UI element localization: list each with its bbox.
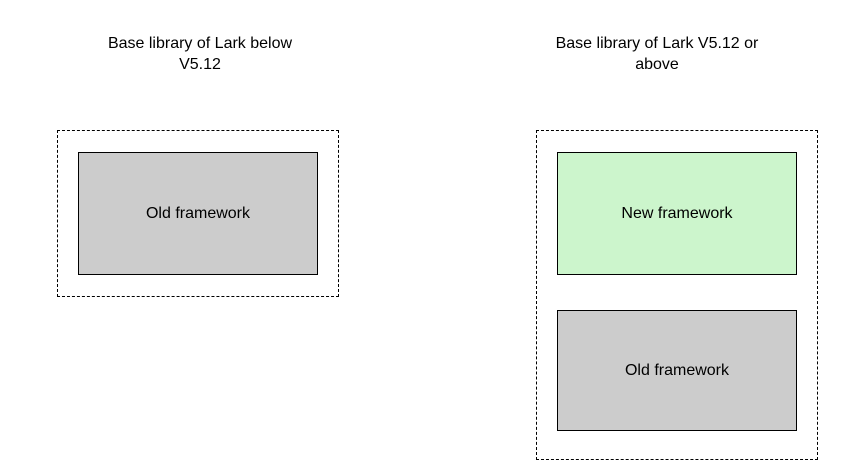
right-new-framework-box: New framework — [557, 152, 797, 275]
right-panel-title: Base library of Lark V5.12 or above — [555, 35, 759, 73]
left-panel-title: Base library of Lark below V5.12 — [107, 35, 293, 73]
left-old-framework-box: Old framework — [78, 152, 318, 275]
right-old-framework-box: Old framework — [557, 310, 797, 431]
